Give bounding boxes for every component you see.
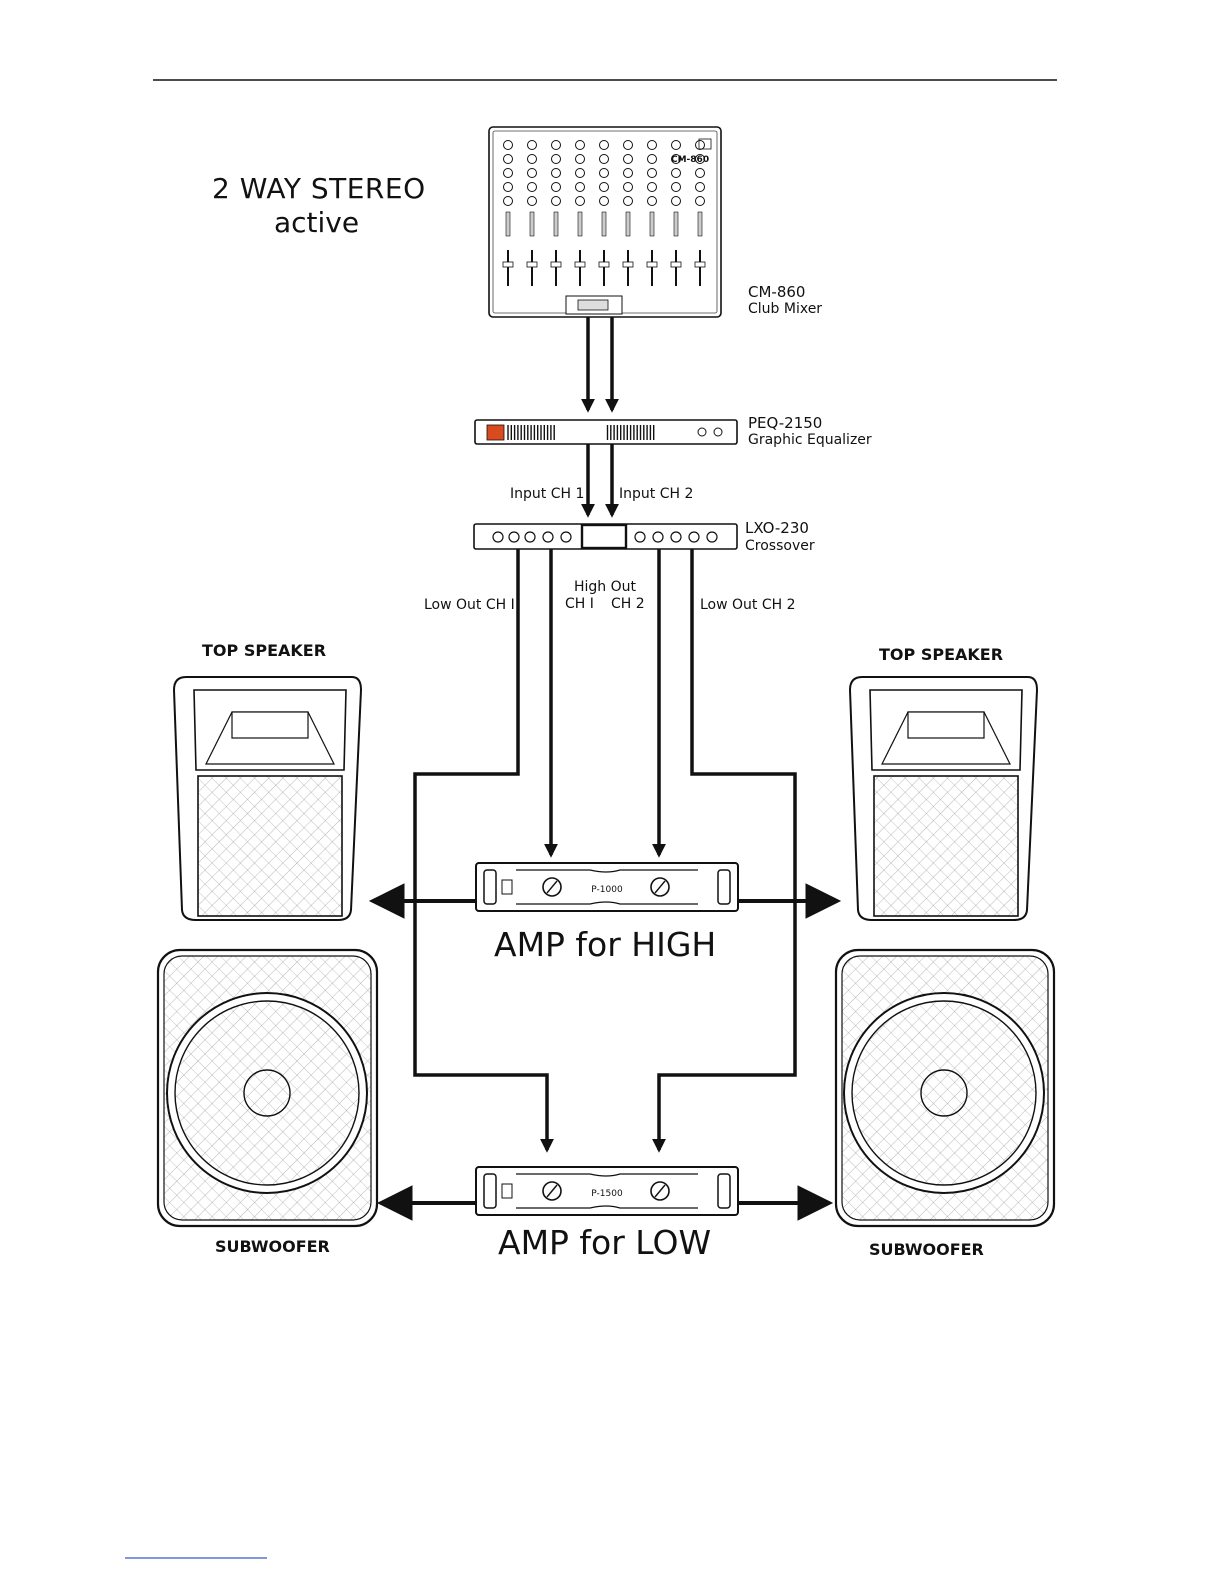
equalizer-device xyxy=(475,420,737,444)
top-speaker-left-label: TOP SPEAKER xyxy=(202,641,326,660)
high-out-label: High Out xyxy=(574,579,636,595)
amp-low-label: AMP for LOW xyxy=(498,1223,711,1262)
crossover-model-label: LXO-230 xyxy=(745,520,809,537)
top-speaker-right-label: TOP SPEAKER xyxy=(879,645,1003,664)
crossover-device xyxy=(474,524,737,549)
amp-low-device: P-1500 xyxy=(476,1167,738,1215)
input-ch2-label: Input CH 2 xyxy=(619,486,693,502)
power-switch-icon xyxy=(487,425,504,440)
crossover-desc-label: Crossover xyxy=(745,538,815,555)
amp-high-label: AMP for HIGH xyxy=(494,925,716,964)
subwoofer-right xyxy=(836,950,1054,1226)
low-out-ch1-label: Low Out CH I xyxy=(424,597,515,613)
amp-low-model: P-1500 xyxy=(591,1189,623,1199)
high-ch2-label: CH 2 xyxy=(611,596,645,612)
mixer-badge: CM-860 xyxy=(671,155,709,165)
mixer-desc-label: Club Mixer xyxy=(748,301,822,318)
subwoofer-left-label: SUBWOOFER xyxy=(215,1237,330,1256)
amp-high-model: P-1000 xyxy=(591,885,623,895)
subwoofer-left xyxy=(158,950,377,1226)
top-speaker-left xyxy=(174,677,361,920)
amp-high-device: P-1000 xyxy=(476,863,738,911)
equalizer-desc-label: Graphic Equalizer xyxy=(748,432,872,449)
low-out-ch2-label: Low Out CH 2 xyxy=(700,597,796,613)
subwoofer-right-label: SUBWOOFER xyxy=(869,1240,984,1259)
mixer-device: CM-860 xyxy=(489,127,721,317)
equalizer-model-label: PEQ-2150 xyxy=(748,415,822,432)
input-ch1-label: Input CH 1 xyxy=(510,486,584,502)
diagram-title: 2 WAY STEREO xyxy=(212,172,426,205)
top-speaker-right xyxy=(850,677,1037,920)
mixer-model-label: CM-860 xyxy=(748,284,805,301)
diagram-subtitle: active xyxy=(274,206,359,239)
high-ch1-label: CH I xyxy=(565,596,594,612)
